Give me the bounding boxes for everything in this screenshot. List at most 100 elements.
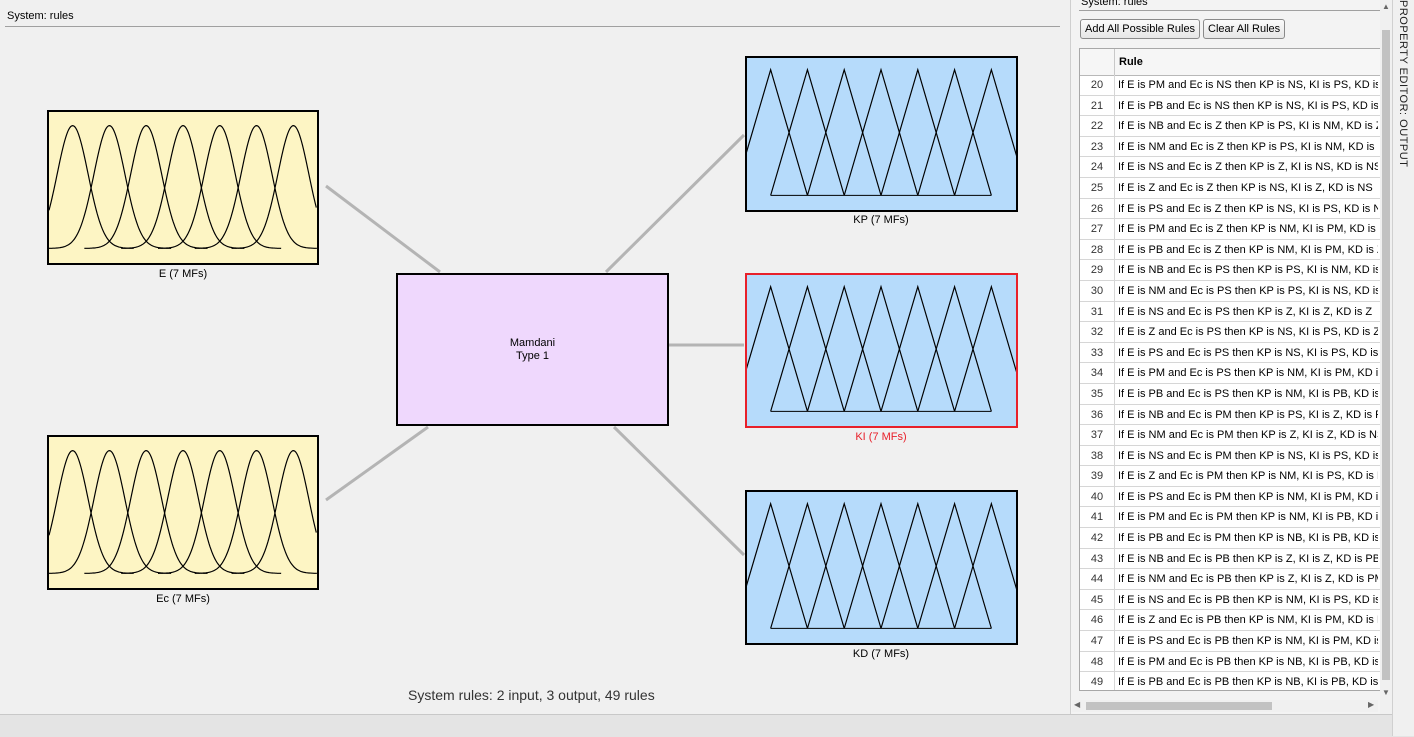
rule-text: If E is NS and Ec is PS then KP is Z, KI… [1118,305,1373,318]
scroll-left-icon[interactable]: ◀ [1074,700,1081,709]
side-tab-label: PROPERTY EDITOR: OUTPUT [1397,0,1409,168]
membership-curve [121,125,245,249]
output-kp-block[interactable] [745,56,1018,212]
scroll-down-icon[interactable]: ▼ [1382,688,1390,697]
title-divider [5,26,1060,27]
row-number: 39 [1080,466,1115,486]
rules-panel: System: rules Add All Possible Rules Cle… [1070,0,1393,714]
gaussian-mf-plot [49,450,317,574]
row-number: 49 [1080,672,1115,690]
rule-text: If E is PS and Ec is PM then KP is NM, K… [1118,490,1378,503]
rule-column-header[interactable]: Rule [1119,56,1143,68]
membership-curve [770,501,845,629]
output-ki-caption: KI (7 MFs) [855,431,907,443]
membership-curve [194,125,317,249]
membership-curve [157,125,282,249]
row-number: 38 [1080,445,1115,466]
add-all-rules-button[interactable]: Add All Possible Rules [1080,19,1201,39]
membership-curve [49,450,134,574]
output-kp-caption: KP (7 MFs) [853,214,909,226]
scrollbar-thumb[interactable] [1382,30,1390,680]
row-number: 21 [1080,95,1115,116]
clear-all-rules-button[interactable]: Clear All Rules [1203,19,1286,39]
membership-curve [194,450,317,574]
rule-text: If E is PS and Ec is Z then KP is NS, KI… [1118,202,1378,215]
membership-curve [770,284,845,412]
membership-curve [49,125,172,249]
membership-curve [49,125,134,249]
rule-text: If E is NS and Ec is Z then KP is Z, KI … [1118,161,1378,174]
rule-text: If E is PM and Ec is Z then KP is NM, KI… [1118,223,1378,236]
input-ec-block[interactable] [47,435,319,590]
rule-text: If E is NM and Ec is PB then KP is Z, KI… [1118,573,1378,586]
rule-text: If E is Z and Ec is PS then KP is NS, KI… [1118,326,1378,339]
fis-block[interactable]: Mamdani Type 1 [396,273,669,426]
property-editor-tab[interactable]: PROPERTY EDITOR: OUTPUT [1392,0,1414,736]
membership-curve [806,284,882,412]
membership-curve [954,284,1016,412]
scroll-right-icon[interactable]: ▶ [1368,700,1375,709]
membership-curve [747,501,809,629]
rule-text: If E is PB and Ec is Z then KP is NM, KI… [1118,243,1378,256]
row-number: 29 [1080,260,1115,280]
output-ki-block[interactable] [745,273,1018,428]
scroll-up-icon[interactable]: ▲ [1382,2,1390,11]
membership-curve [880,67,956,196]
output-kd-block[interactable] [745,490,1018,645]
rule-text: If E is NS and Ec is PM then KP is NS, K… [1118,449,1378,462]
row-number: 20 [1080,75,1115,95]
row-number: 47 [1080,631,1115,651]
output-kd-caption: KD (7 MFs) [852,648,910,660]
row-number: 36 [1080,404,1115,425]
triangular-mf-plot [747,284,1016,412]
rule-text: If E is NB and Ec is PM then KP is PS, K… [1118,408,1378,421]
rule-text: If E is PB and Ec is PS then KP is NM, K… [1118,387,1378,400]
scrollbar-thumb[interactable] [1086,702,1272,710]
panel-horizontal-scrollbar[interactable]: ◀ ▶ [1072,700,1378,712]
row-number: 44 [1080,569,1115,589]
row-number: 46 [1080,610,1115,631]
panel-title: System: rules [1081,0,1148,8]
membership-curve [917,67,992,196]
membership-curve [880,501,956,629]
rule-text: If E is PS and Ec is PS then KP is NS, K… [1118,346,1378,359]
panel-vertical-scrollbar[interactable]: ▲ ▼ [1380,0,1392,714]
main-title: System: rules [7,10,74,22]
membership-curve [84,125,208,249]
input-e-block[interactable] [47,110,319,265]
membership-curve [917,501,992,629]
membership-curve [806,67,882,196]
